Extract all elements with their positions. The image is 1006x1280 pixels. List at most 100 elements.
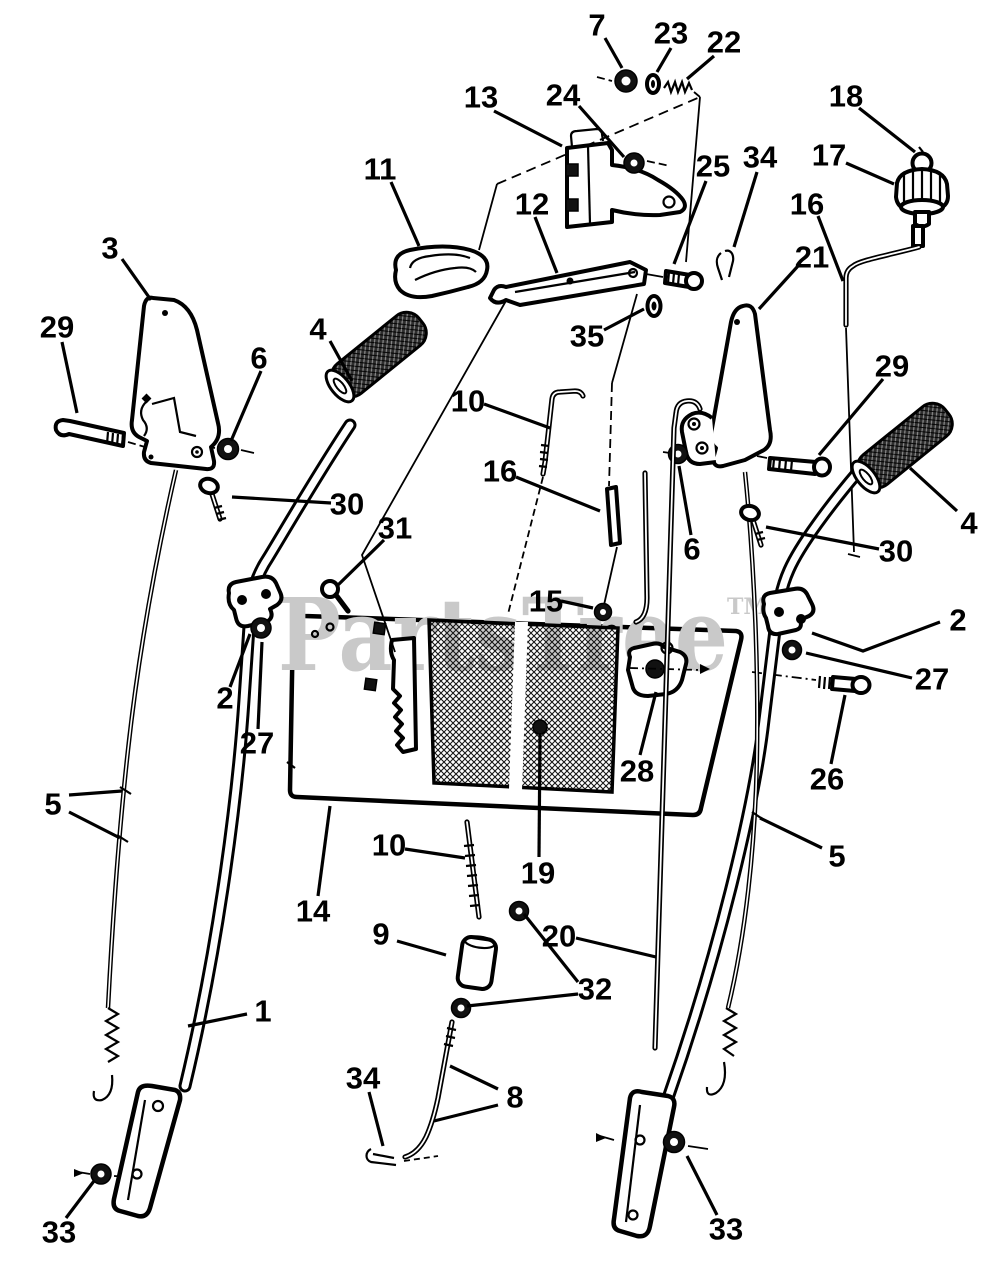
callout-leader-33-left — [64, 1180, 96, 1219]
right-spring-hook — [705, 1061, 727, 1096]
right-lower-plate — [611, 1089, 677, 1239]
callout-label-27-left: 27 — [240, 726, 274, 761]
callout-leader-23 — [655, 47, 673, 73]
part-30-right-bolt — [739, 503, 766, 548]
part-24-bolt — [623, 152, 645, 174]
callout-leader-6-right — [677, 465, 693, 536]
part-34-bottom-cotter-pin — [365, 1148, 397, 1167]
callout-leader-14 — [316, 805, 332, 897]
callout-leader-32 — [522, 913, 580, 983]
callout-leader-10-upper — [483, 402, 551, 430]
callout-label-18: 18 — [829, 79, 863, 114]
callout-label-20: 20 — [542, 919, 576, 954]
part-3-left-handle-lever — [129, 295, 222, 472]
callout-label-13: 13 — [464, 80, 498, 115]
callout-label-4-left: 4 — [309, 312, 327, 347]
part-2-right-bracket — [761, 586, 816, 637]
right-spring — [721, 1007, 739, 1057]
part-27-right-nut-hole — [788, 646, 796, 654]
callout-label-27-right: 27 — [915, 662, 949, 697]
left-spring — [103, 1007, 121, 1063]
part-12-shift-lever — [488, 260, 648, 307]
callout-label-11: 11 — [364, 152, 397, 187]
part-29-right-carriage-bolt — [767, 456, 832, 478]
callout-label-19: 19 — [521, 856, 555, 891]
panel-rivets — [286, 621, 387, 769]
callout-leader-18 — [858, 106, 916, 154]
part-16-right-rod — [843, 224, 925, 328]
callout-label-23: 23 — [654, 16, 688, 51]
part-2-left-bracket — [226, 574, 284, 629]
callout-label-32: 32 — [578, 972, 612, 1007]
callout-label-6-left: 6 — [250, 341, 267, 376]
callout-leader-15 — [560, 599, 594, 610]
callout-leader-32 — [466, 992, 579, 1008]
callout-label-24: 24 — [546, 78, 581, 113]
part-8-rod — [402, 1019, 457, 1160]
callout-leader-11 — [389, 181, 421, 247]
part-22-spring — [663, 78, 694, 96]
callout-label-2-left: 2 — [216, 681, 233, 716]
callout-leader-29-left — [60, 341, 79, 414]
part-19-panel-insert — [427, 618, 620, 794]
part-16-mid-rod — [605, 485, 622, 547]
callout-leader-30-right — [765, 525, 880, 551]
part-7-nut — [614, 69, 638, 93]
callout-label-12: 12 — [515, 187, 549, 222]
callout-leader-2-left — [228, 633, 252, 688]
callout-leader-10-lower — [404, 847, 466, 860]
callout-label-5-left: 5 — [44, 787, 61, 822]
callout-label-33-right: 33 — [709, 1212, 743, 1247]
part-30-left-bolt — [198, 476, 227, 522]
part-27-left-nut-hole — [257, 624, 265, 632]
panel-insert-dot — [532, 719, 548, 735]
left-spring-hook — [92, 1074, 114, 1102]
callout-label-34-top: 34 — [743, 140, 778, 175]
callout-label-2-right: 2 — [949, 603, 966, 638]
part-33-left-nut-hole — [97, 1170, 105, 1178]
callout-leader-31 — [336, 538, 386, 587]
callout-label-22: 22 — [707, 25, 741, 60]
part-20-brake-rod — [652, 398, 703, 1051]
part-6-left-nut-hole — [224, 445, 232, 453]
part-9-spacer — [455, 935, 499, 991]
callout-label-16-right: 16 — [790, 187, 824, 222]
callout-leader-8 — [449, 1064, 499, 1091]
callout-label-10-lower: 10 — [372, 828, 406, 863]
callout-leader-8 — [433, 1103, 499, 1123]
part-4-left-grip — [324, 310, 428, 404]
part-26-bolt — [817, 675, 872, 695]
callout-label-17: 17 — [812, 138, 846, 173]
callout-label-10-upper: 10 — [451, 384, 485, 419]
panel-edge-arrow — [700, 664, 710, 674]
callout-leader-35 — [603, 307, 645, 332]
callout-leader-27-right — [805, 651, 913, 680]
link-rod-hook — [633, 470, 650, 625]
callout-leader-4-right — [908, 466, 959, 513]
callout-leader-5-right — [759, 816, 823, 850]
part-15-nut — [593, 602, 613, 622]
callout-label-26: 26 — [810, 762, 844, 797]
callout-leader-2-right — [811, 620, 941, 653]
trigger-slot — [388, 636, 418, 754]
callout-leader-12 — [533, 216, 559, 274]
callout-label-21: 21 — [795, 240, 829, 275]
callout-leader-24 — [577, 104, 626, 159]
callout-leader-34-bottom — [367, 1091, 385, 1147]
callout-leader-16-mid — [515, 475, 601, 513]
callout-label-8: 8 — [506, 1080, 523, 1115]
callout-leader-9 — [396, 939, 447, 957]
left-lower-plate — [111, 1083, 183, 1219]
callout-label-5-right: 5 — [828, 839, 845, 874]
callout-label-31: 31 — [378, 511, 412, 546]
callout-leader-3 — [120, 258, 153, 301]
callout-label-15: 15 — [529, 584, 563, 619]
callout-label-34-bottom: 34 — [346, 1061, 381, 1096]
part-17-knob — [894, 167, 950, 229]
callout-leader-17 — [845, 161, 895, 186]
part-28-panel-bracket — [626, 641, 710, 698]
callout-label-16-mid: 16 — [483, 454, 517, 489]
callout-leader-5-left — [68, 789, 123, 797]
part-6-right-nut-hole — [674, 450, 682, 458]
